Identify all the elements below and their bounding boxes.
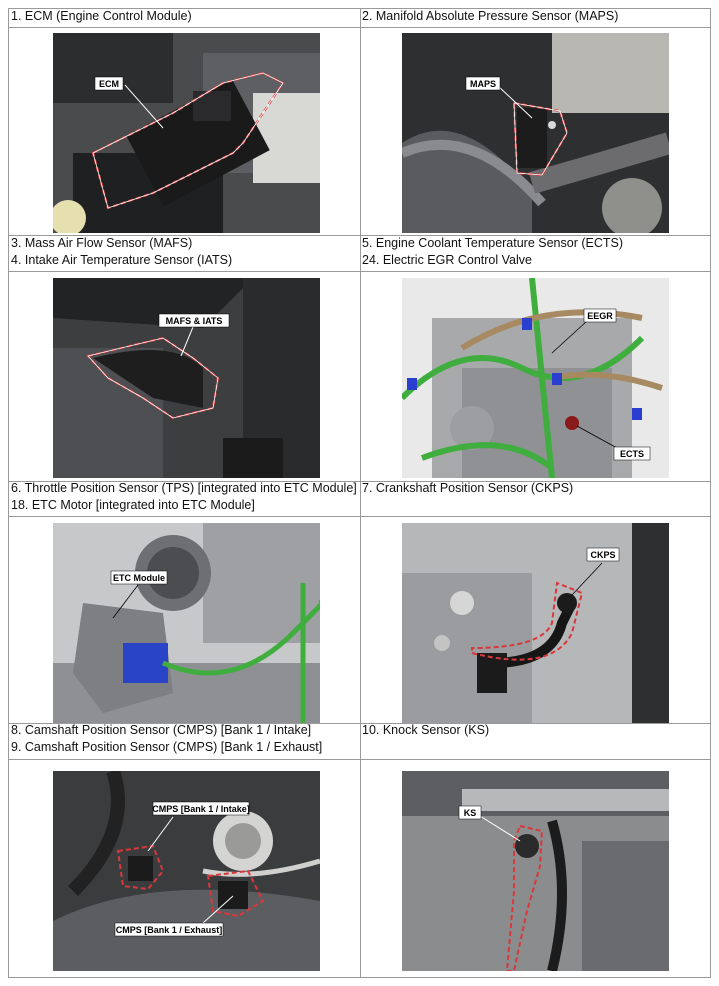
caption-line: 3. Mass Air Flow Sensor (MAFS) — [11, 236, 193, 250]
photo-ects-eegr: EEGR ECTS — [402, 278, 669, 478]
callout-cmps-exhaust: CMPS [Bank 1 / Exhaust] — [116, 925, 223, 935]
caption-ckps: 7. Crankshaft Position Sensor (CKPS) — [362, 480, 573, 497]
caption-line: 10. Knock Sensor (KS) — [362, 723, 490, 737]
callout-cmps-intake: CMPS [Bank 1 / Intake] — [152, 804, 250, 814]
photo-mafs-iats: MAFS & IATS — [53, 278, 320, 478]
caption-line: 1. ECM (Engine Control Module) — [11, 9, 192, 23]
callout-ecm: ECM — [99, 79, 119, 89]
callout-etc-module: ETC Module — [113, 573, 165, 583]
row-divider — [9, 516, 710, 517]
caption-line: 4. Intake Air Temperature Sensor (IATS) — [11, 253, 233, 267]
caption-line: 7. Crankshaft Position Sensor (CKPS) — [362, 481, 574, 495]
row-divider — [9, 27, 710, 28]
column-divider — [360, 9, 361, 977]
photo-ecm: ECM — [53, 33, 320, 233]
caption-line: 8. Camshaft Position Sensor (CMPS) [Bank… — [11, 723, 312, 737]
photo-maps: MAPS — [402, 33, 669, 233]
callout-maps: MAPS — [470, 79, 496, 89]
caption-maps: 2. Manifold Absolute Pressure Sensor (MA… — [362, 8, 618, 25]
row-divider — [9, 271, 710, 272]
caption-cmps: 8. Camshaft Position Sensor (CMPS) [Bank… — [11, 722, 322, 756]
caption-line: 9. Camshaft Position Sensor (CMPS) [Bank… — [11, 740, 323, 754]
caption-line: 24. Electric EGR Control Valve — [362, 253, 532, 267]
caption-line: 2. Manifold Absolute Pressure Sensor (MA… — [362, 9, 619, 23]
callout-mafs-iats: MAFS & IATS — [166, 316, 223, 326]
caption-line: 6. Throttle Position Sensor (TPS) [integ… — [11, 481, 357, 495]
caption-mafs-iats: 3. Mass Air Flow Sensor (MAFS) 4. Intake… — [11, 235, 232, 269]
callout-ckps: CKPS — [590, 550, 615, 560]
photo-cmps: CMPS [Bank 1 / Intake] CMPS [Bank 1 / Ex… — [53, 771, 320, 971]
row-divider — [9, 481, 710, 482]
callout-ks: KS — [464, 808, 477, 818]
caption-line: 5. Engine Coolant Temperature Sensor (EC… — [362, 236, 624, 250]
photo-ks: KS — [402, 771, 669, 971]
component-location-table — [8, 8, 711, 978]
callout-ects: ECTS — [620, 449, 644, 459]
caption-line: 18. ETC Motor [integrated into ETC Modul… — [11, 498, 255, 512]
callout-eegr: EEGR — [587, 311, 613, 321]
photo-etc-module: ETC Module — [53, 523, 320, 723]
caption-ects-eegr: 5. Engine Coolant Temperature Sensor (EC… — [362, 235, 623, 269]
caption-ecm: 1. ECM (Engine Control Module) — [11, 8, 192, 25]
row-divider — [9, 723, 710, 724]
photo-ckps: CKPS — [402, 523, 669, 723]
row-divider — [9, 235, 710, 236]
caption-ks: 10. Knock Sensor (KS) — [362, 722, 489, 739]
caption-tps-etc: 6. Throttle Position Sensor (TPS) [integ… — [11, 480, 357, 514]
row-divider — [9, 759, 710, 760]
